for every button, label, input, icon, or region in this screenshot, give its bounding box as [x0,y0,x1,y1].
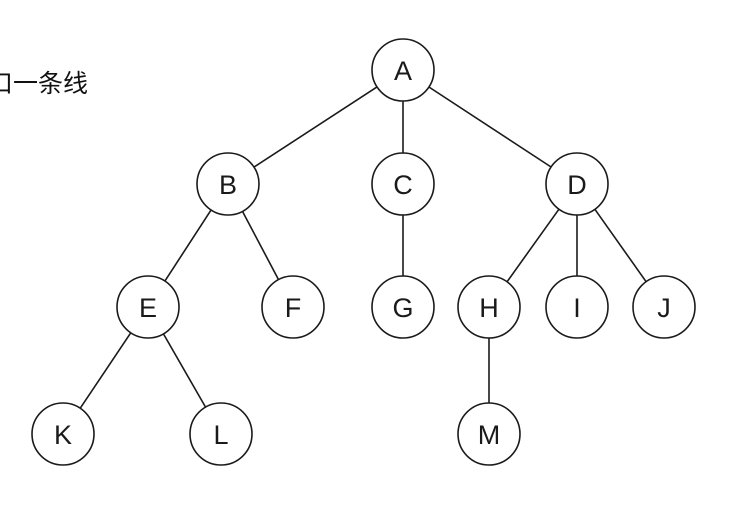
edge-a-d [428,86,552,168]
tree-node-b: B [196,152,260,216]
edge-e-k [79,332,132,409]
tree-node-m: M [457,402,521,466]
node-circle-e [116,275,180,339]
edge-b-f [241,211,280,280]
node-label-h: H [479,293,499,323]
tree-node-c: C [371,152,435,216]
nodes-layer: A B C D E F G H I J K L M [31,38,696,466]
tree-node-g: G [371,275,435,339]
node-label-e: E [139,293,157,323]
caption-text: 口一条线 [0,69,89,98]
tree-node-j: J [632,275,696,339]
node-label-l: L [213,420,228,450]
node-label-d: D [567,170,587,200]
node-label-g: G [392,293,413,323]
node-label-i: I [573,293,581,323]
node-circle-j [632,275,696,339]
tree-node-e: E [116,275,180,339]
node-circle-a [371,38,435,102]
node-label-b: B [219,170,237,200]
tree-node-k: K [31,402,95,466]
node-circle-h [457,275,521,339]
edge-b-e [164,209,212,282]
node-label-k: K [54,420,72,450]
edge-d-j [594,208,647,283]
node-label-f: F [285,293,302,323]
edge-a-b [253,86,378,168]
node-label-a: A [394,56,412,86]
node-circle-l [189,402,253,466]
node-circle-d [545,152,609,216]
node-label-c: C [393,170,413,200]
tree-node-i: I [545,275,609,339]
tree-node-h: H [457,275,521,339]
tree-node-f: F [261,275,325,339]
node-circle-f [261,275,325,339]
tree-node-l: L [189,402,253,466]
node-circle-m [457,402,521,466]
node-circle-b [196,152,260,216]
edge-e-l [162,333,207,408]
node-circle-c [371,152,435,216]
node-label-m: M [478,420,501,450]
node-circle-g [371,275,435,339]
node-circle-k [31,402,95,466]
edge-d-h [506,208,560,283]
node-label-j: J [657,293,671,323]
edges-layer [79,86,647,409]
node-circle-i [545,275,609,339]
tree-node-d: D [545,152,609,216]
tree-node-a: A [371,38,435,102]
